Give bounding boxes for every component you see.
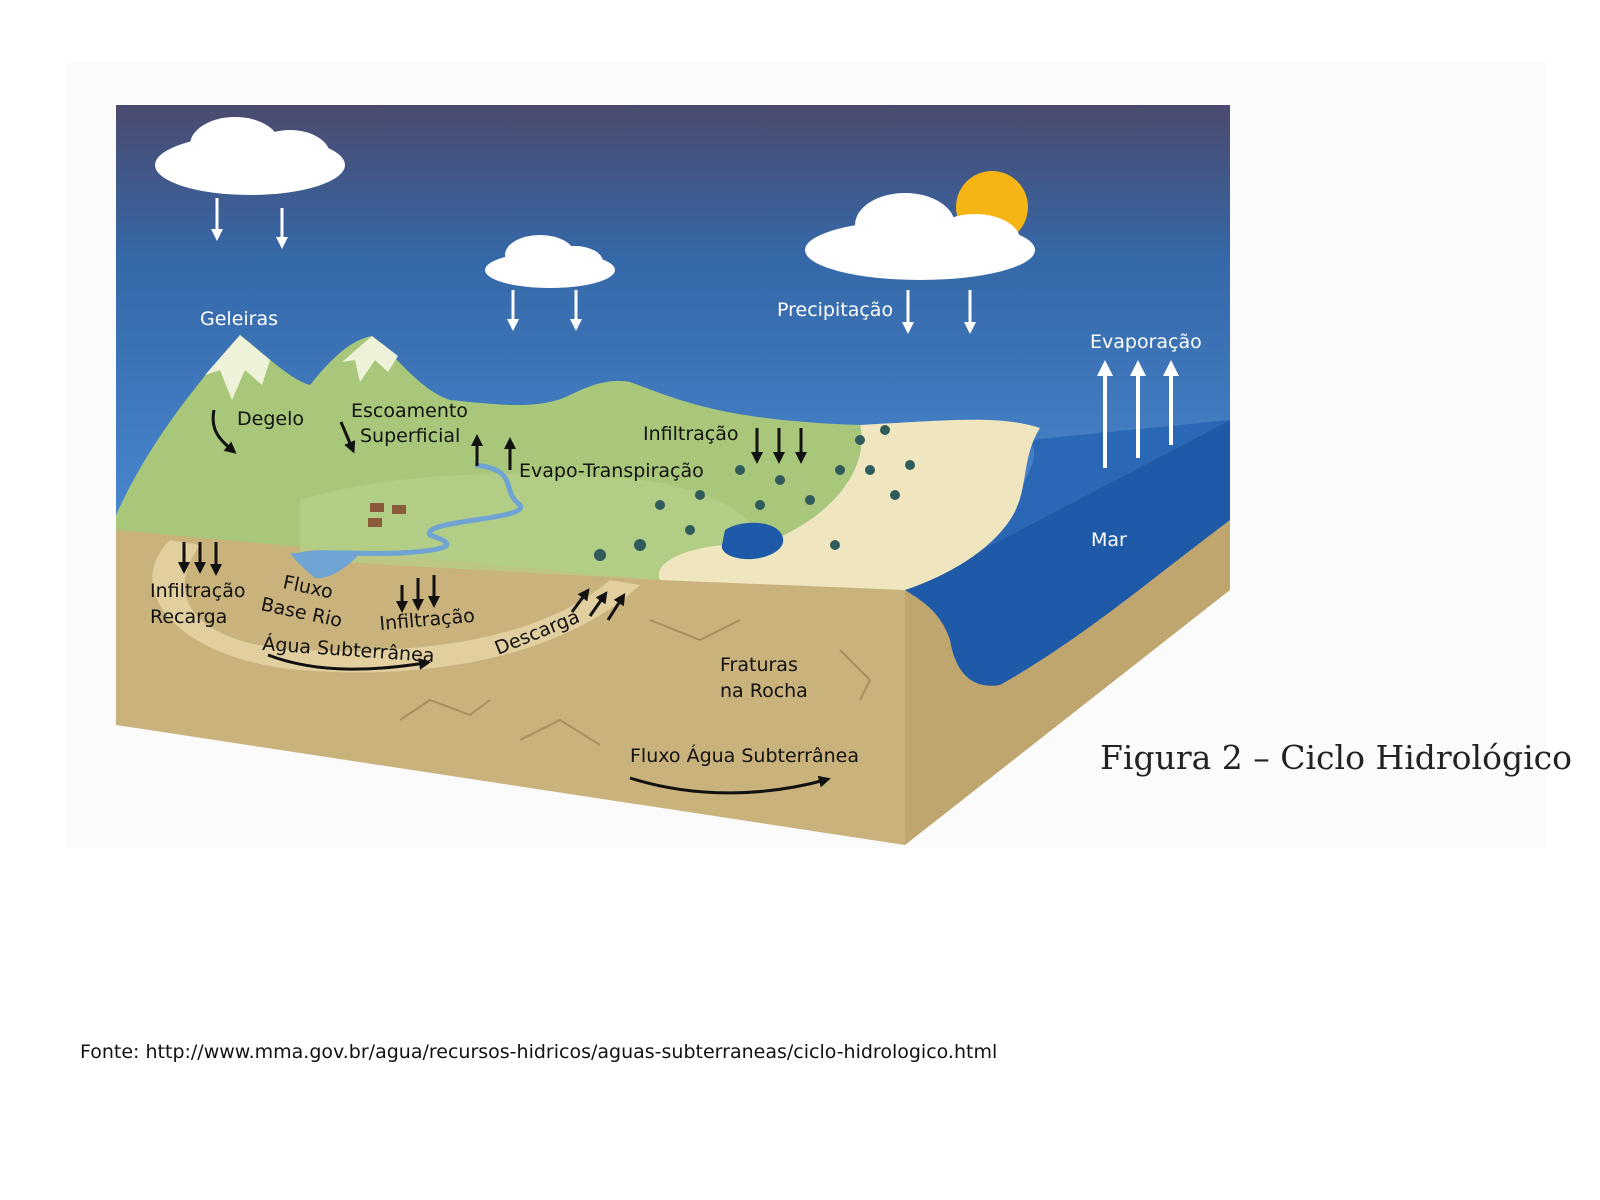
label-na-rocha: na Rocha: [720, 680, 808, 702]
river-pond: [290, 553, 360, 579]
rock-fractures: [399, 619, 872, 746]
river: [299, 462, 523, 558]
cloud-left: [155, 117, 345, 195]
figure-source: Fonte: http://www.mma.gov.br/agua/recurs…: [80, 1041, 998, 1063]
snow-cap-left: [205, 335, 270, 400]
rain-arrows: [211, 198, 976, 334]
label-precipitacao: Precipitação: [777, 299, 893, 321]
label-geleiras: Geleiras: [200, 308, 278, 330]
label-evapo-transpiracao: Evapo-Transpiração: [519, 460, 704, 482]
cloud-right: [805, 193, 1035, 280]
label-mar: Mar: [1091, 529, 1127, 551]
cloud-middle: [485, 235, 615, 288]
label-recarga: Recarga: [150, 606, 227, 628]
label-infiltracao-top: Infiltração: [643, 423, 739, 445]
houses: [368, 503, 406, 527]
lake: [721, 522, 784, 560]
soil-front-face: [116, 530, 905, 845]
figure-caption: Figura 2 – Ciclo Hidrológico: [1100, 738, 1572, 777]
label-infiltracao-recarga: Infiltração: [150, 580, 246, 602]
evaporation-arrows: [1097, 360, 1179, 468]
snow-cap-right: [342, 336, 398, 382]
flow-arrows: [178, 409, 831, 795]
label-fraturas: Fraturas: [720, 654, 798, 676]
label-fluxo-agua-subterranea: Fluxo Água Subterrânea: [630, 744, 859, 767]
label-degelo: Degelo: [237, 408, 304, 430]
label-superficial: Superficial: [360, 425, 460, 447]
label-evaporacao: Evaporação: [1090, 331, 1202, 353]
sea-surface: [905, 420, 1230, 590]
label-escoamento: Escoamento: [351, 400, 468, 422]
groundwater-band: [152, 540, 640, 673]
sea: [905, 420, 1230, 686]
trees: [594, 425, 915, 561]
